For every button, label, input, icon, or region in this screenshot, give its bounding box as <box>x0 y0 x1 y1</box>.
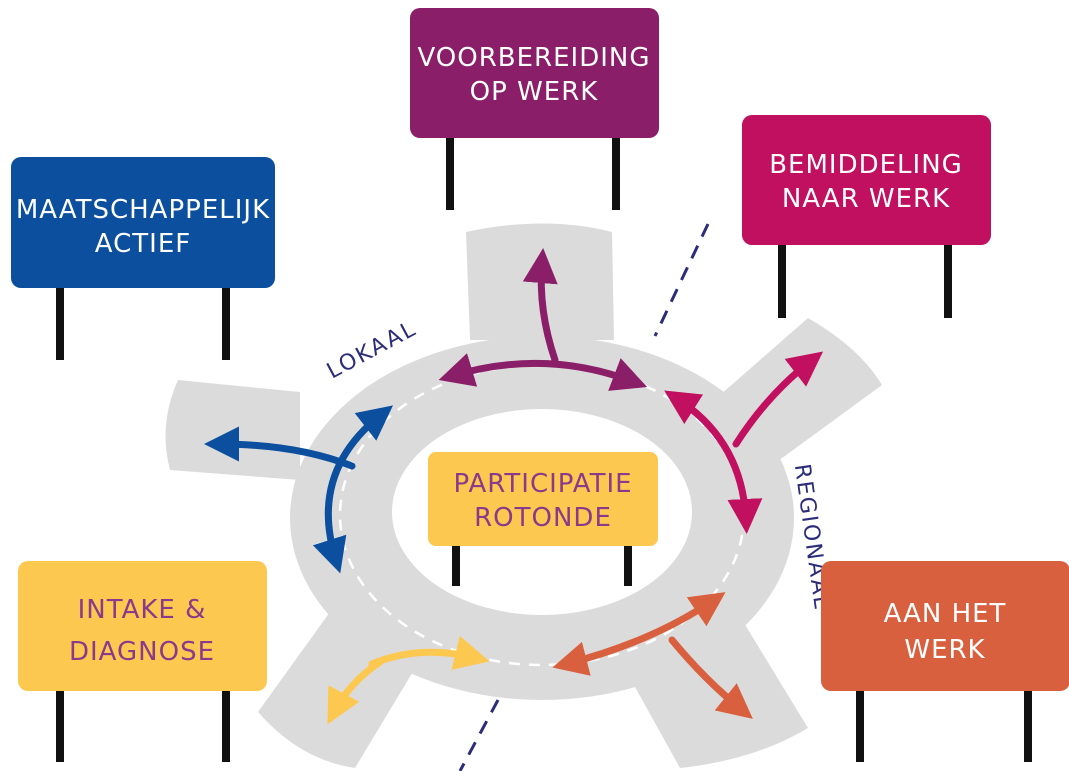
sign-board <box>410 8 659 138</box>
sign-line-2: ROTONDE <box>474 503 612 533</box>
sign-aan-het-werk: AAN HET WERK <box>821 561 1069 691</box>
orange-arrow-lane <box>552 592 726 676</box>
sign-line-2: NAAR WERK <box>782 184 950 214</box>
divider-bottom <box>458 699 500 771</box>
magenta-arrow-lane <box>664 390 763 534</box>
orange-arrow-exit <box>668 636 753 719</box>
sign-maatschappelijk-actief: MAATSCHAPPELIJK ACTIEF <box>11 157 275 288</box>
purple-arrow-exit <box>522 248 559 364</box>
sign-line-1: VOORBEREIDING <box>417 43 650 73</box>
sign-line-2: WERK <box>904 635 985 665</box>
sign-line-1: MAATSCHAPPELIJK <box>16 195 270 225</box>
sign-line-1: BEMIDDELING <box>769 150 963 180</box>
sign-line-2: ACTIEF <box>95 229 191 259</box>
sign-posts <box>56 136 1032 762</box>
road-left <box>165 380 300 480</box>
arrows-yellow <box>327 635 490 725</box>
blue-arrow-exit <box>204 426 356 470</box>
arrows-magenta <box>664 351 824 534</box>
yellow-arrow-exit <box>327 658 384 725</box>
arrows-blue <box>204 405 394 574</box>
divider-top <box>653 223 710 337</box>
blue-arrow-lane <box>312 405 394 574</box>
sign-board <box>11 157 275 288</box>
sign-line-2: DIAGNOSE <box>69 637 215 667</box>
sign-bemiddeling-naar-werk: BEMIDDELING NAAR WERK <box>742 115 991 245</box>
sign-board <box>428 452 658 546</box>
sign-board <box>821 561 1069 691</box>
arrows-orange <box>552 592 753 719</box>
sign-board <box>742 115 991 245</box>
sign-board <box>18 561 267 691</box>
arrows-purple <box>438 248 648 391</box>
sign-line-2: OP WERK <box>470 77 599 107</box>
sign-line-1: INTAKE & <box>78 595 207 625</box>
magenta-arrow-exit <box>732 351 824 448</box>
sign-line-1: AAN HET <box>884 599 1007 629</box>
purple-arrow-lane <box>438 353 648 391</box>
sign-voorbereiding-op-werk: VOORBEREIDING OP WERK <box>410 8 659 138</box>
sign-intake-diagnose: INTAKE & DIAGNOSE <box>18 561 267 691</box>
sign-line-1: PARTICIPATIE <box>453 469 632 499</box>
sign-participatie-rotonde: PARTICIPATIE ROTONDE <box>428 452 658 546</box>
